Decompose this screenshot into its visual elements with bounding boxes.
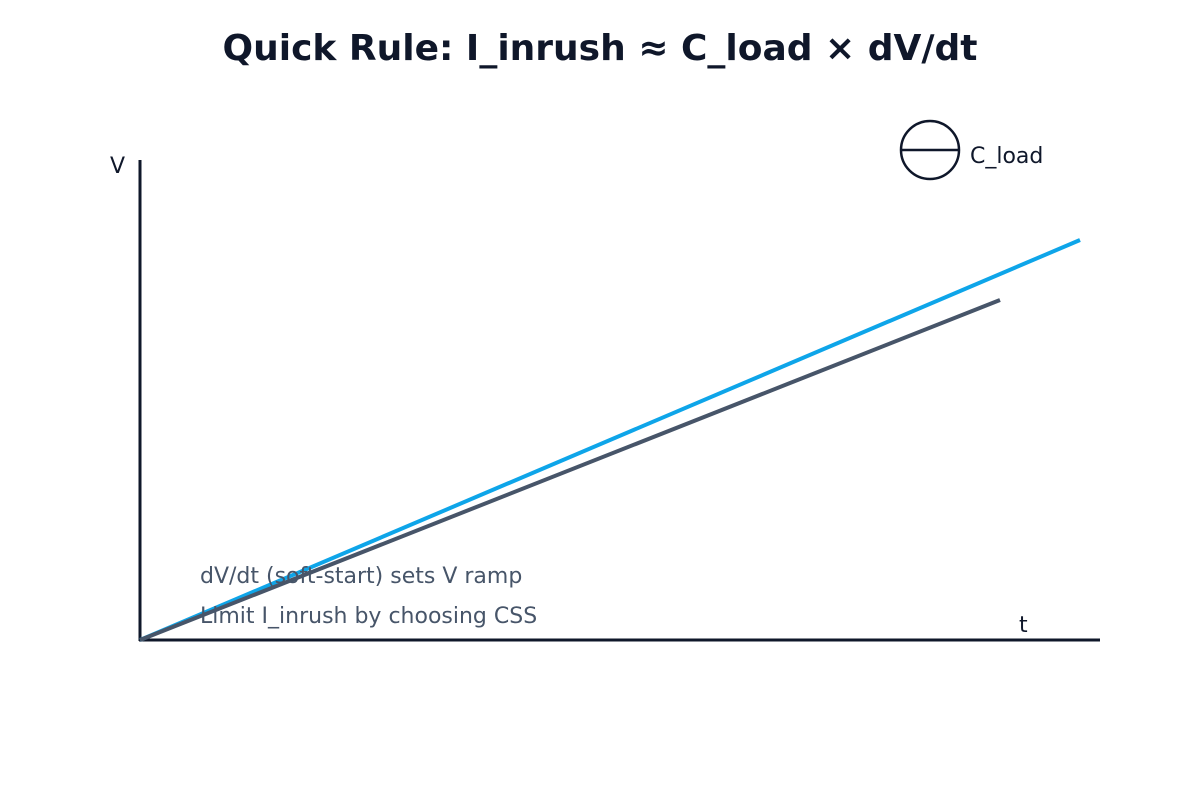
y-axis-label: V bbox=[110, 154, 125, 179]
ramp-line-steep bbox=[139, 238, 1081, 642]
ramp-line-gentle bbox=[139, 298, 1001, 642]
annotation-line-2: Limit I_inrush by choosing CSS bbox=[200, 604, 537, 629]
x-axis-label: t bbox=[1019, 613, 1028, 638]
legend-label: C_load bbox=[970, 144, 1043, 169]
capacitor-circle-icon bbox=[899, 119, 961, 181]
annotation-line-1: dV/dt (soft-start) sets V ramp bbox=[200, 564, 522, 589]
diagram-title: Quick Rule: I_inrush ≈ C_load × dV/dt bbox=[222, 28, 978, 69]
